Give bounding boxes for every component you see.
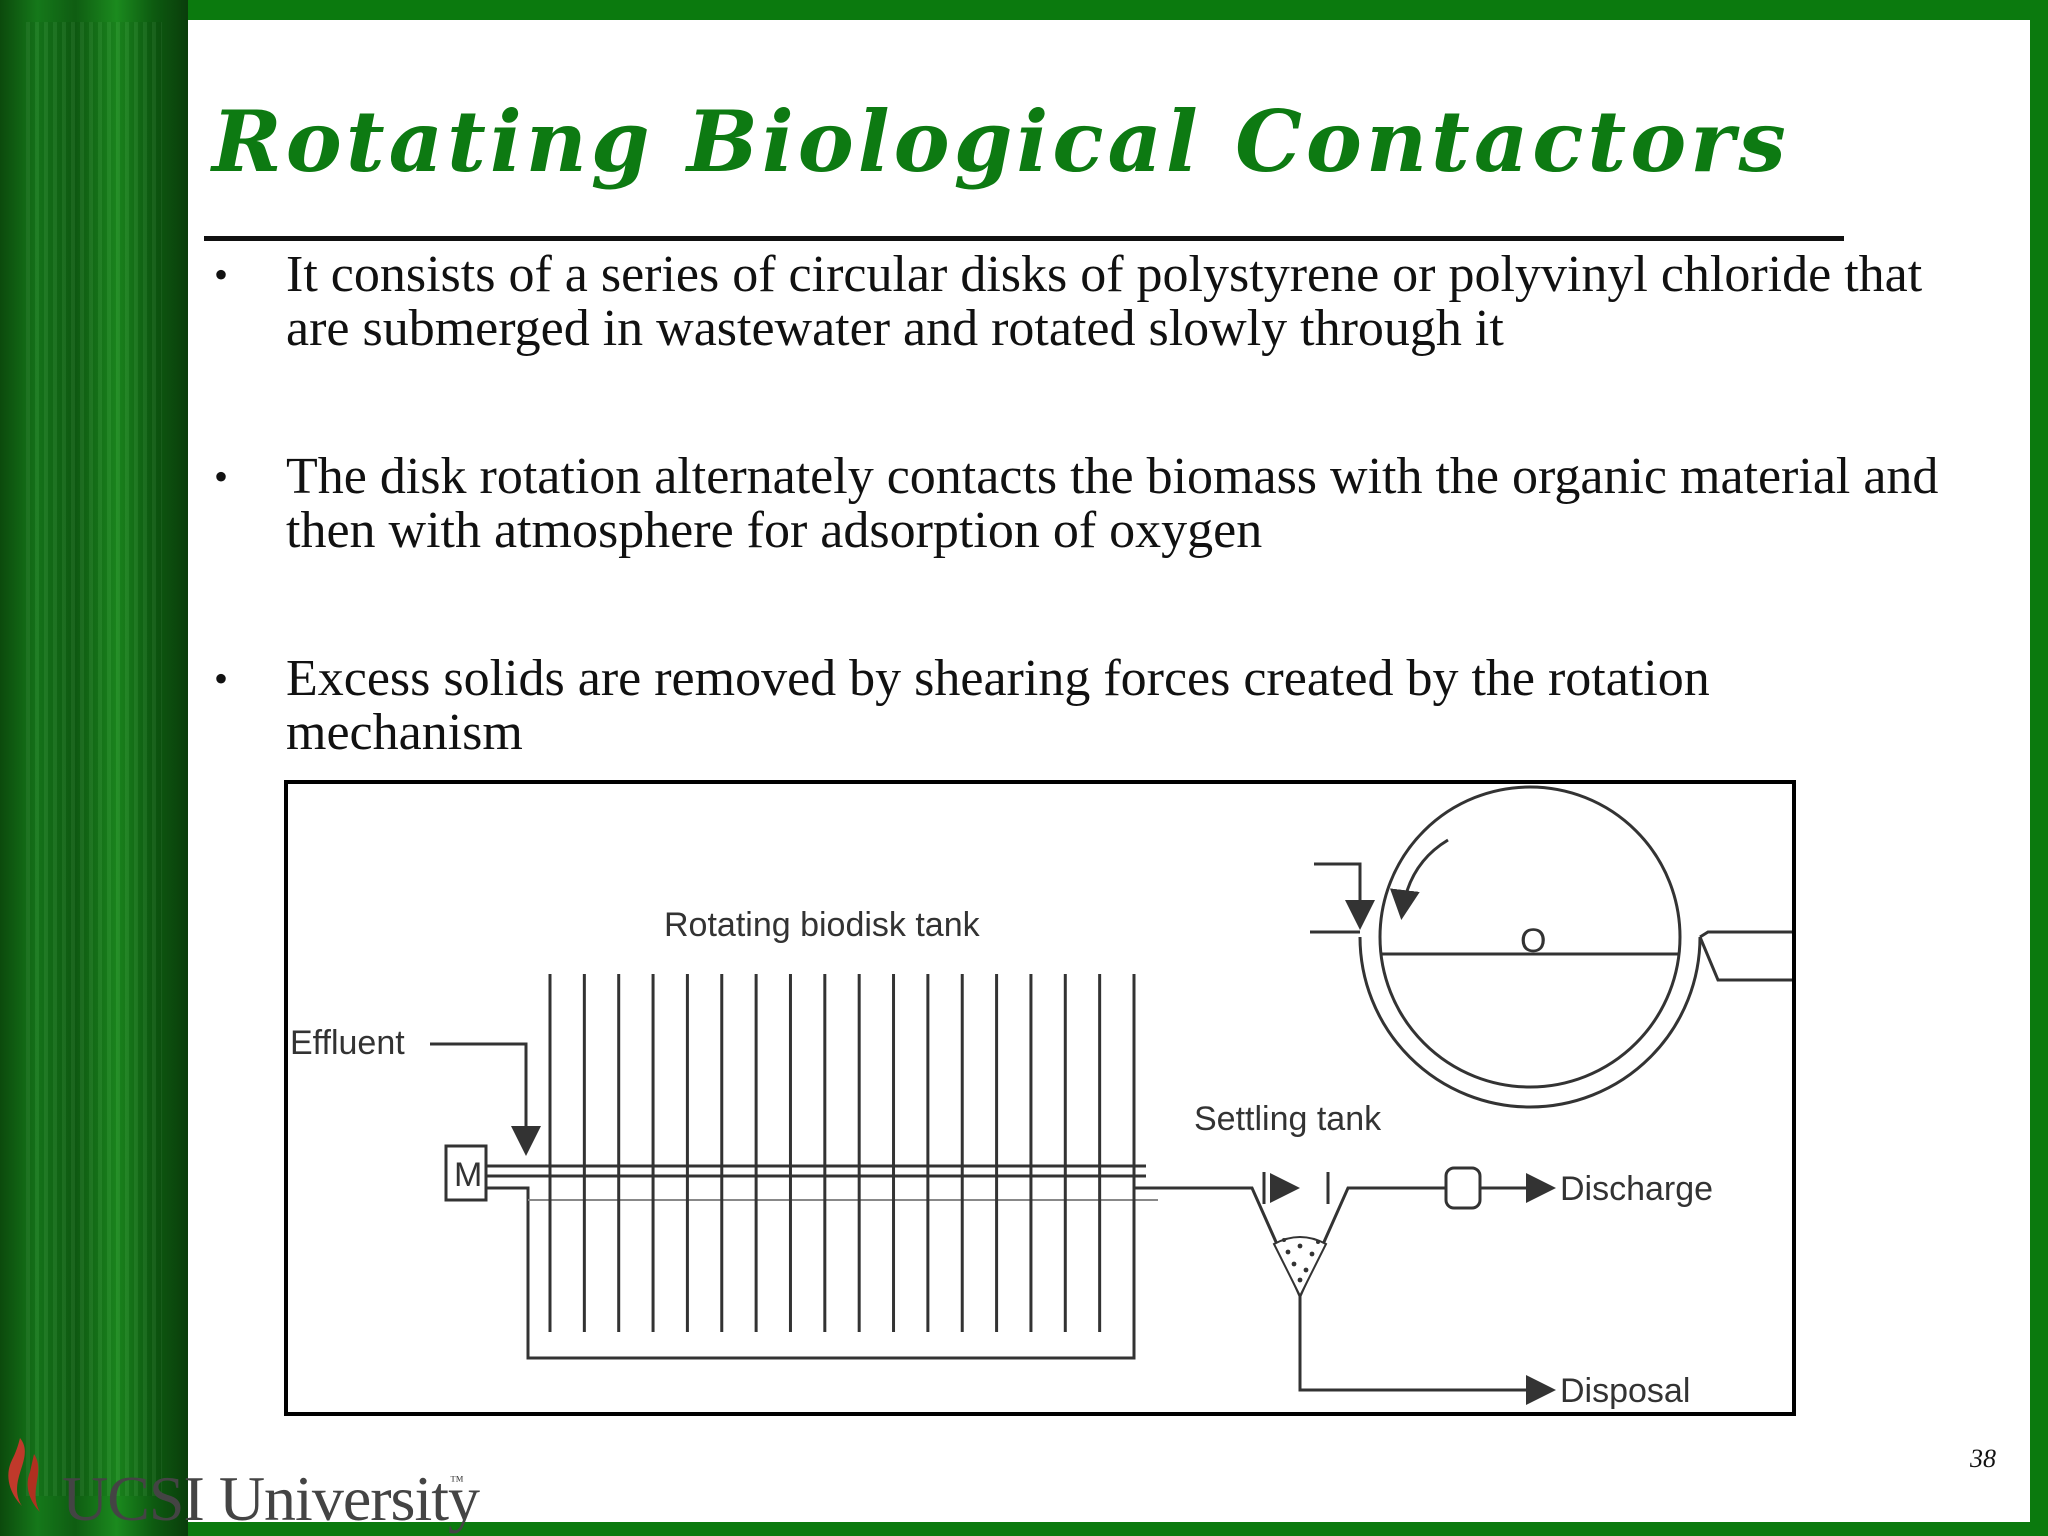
bullet-marker: •: [214, 656, 229, 701]
slide-title: Rotating Biological Contactors: [212, 92, 1790, 191]
bottom-border: [188, 1522, 2048, 1536]
trough-outline: [1358, 936, 1702, 1109]
disk-group: [548, 974, 1136, 1332]
biodisk-tank: [486, 1186, 1162, 1360]
rbc-diagram-svg: Rotating biodisk tank Effluent M Settlin…: [290, 785, 1792, 1410]
effluent-arrow: [430, 1042, 541, 1156]
bullet-text: The disk rotation alternately contacts t…: [286, 448, 1939, 559]
page-number: 38: [1970, 1444, 1996, 1473]
outflow-channel-top: [1699, 930, 1792, 939]
bullet-marker: •: [214, 454, 229, 499]
tank-label: Rotating biodisk tank: [664, 906, 981, 944]
discharge-label: Discharge: [1560, 1170, 1713, 1208]
shaft-center-label: O: [1520, 922, 1546, 960]
effluent-label: Effluent: [290, 1024, 405, 1062]
bullet-item: • Excess solids are removed by shearing …: [204, 652, 1944, 760]
flame-icon: [8, 1438, 25, 1506]
motor-box: [444, 1144, 488, 1202]
left-decorative-bar: [0, 0, 188, 1536]
rotation-arrow: [1389, 838, 1449, 920]
logo-wordmark: UCSI University: [62, 1463, 480, 1534]
settling-label: Settling tank: [1194, 1100, 1382, 1138]
disposal-label: Disposal: [1560, 1372, 1690, 1410]
logo-trademark: ™: [450, 1474, 464, 1489]
outflow-channel-bottom: [1698, 936, 1792, 982]
disk-cross-section: [1378, 785, 1682, 1089]
rbc-diagram: Rotating biodisk tank Effluent M Settlin…: [284, 780, 1796, 1416]
bullet-text: Excess solids are removed by shearing fo…: [286, 650, 1710, 761]
bullet-item: • The disk rotation alternately contacts…: [204, 450, 1944, 558]
bullet-marker: •: [214, 252, 229, 297]
settling-tank: [1162, 1186, 1374, 1300]
title-divider: [204, 236, 1844, 241]
disposal-arrow: [1298, 1296, 1556, 1405]
right-border: [2030, 0, 2048, 1536]
ucsi-logo-mark: [8, 1438, 40, 1512]
inflow-arrow: [1314, 862, 1375, 930]
top-border: [188, 0, 2048, 20]
pump-box: [1444, 1166, 1482, 1210]
sludge-dots: [1282, 1238, 1320, 1283]
flame-icon: [27, 1454, 40, 1512]
bullet-text: It consists of a series of circular disk…: [286, 246, 1923, 357]
bullet-item: • It consists of a series of circular di…: [204, 248, 1944, 356]
bullet-list: • It consists of a series of circular di…: [204, 248, 1944, 760]
motor-label: M: [454, 1156, 482, 1194]
